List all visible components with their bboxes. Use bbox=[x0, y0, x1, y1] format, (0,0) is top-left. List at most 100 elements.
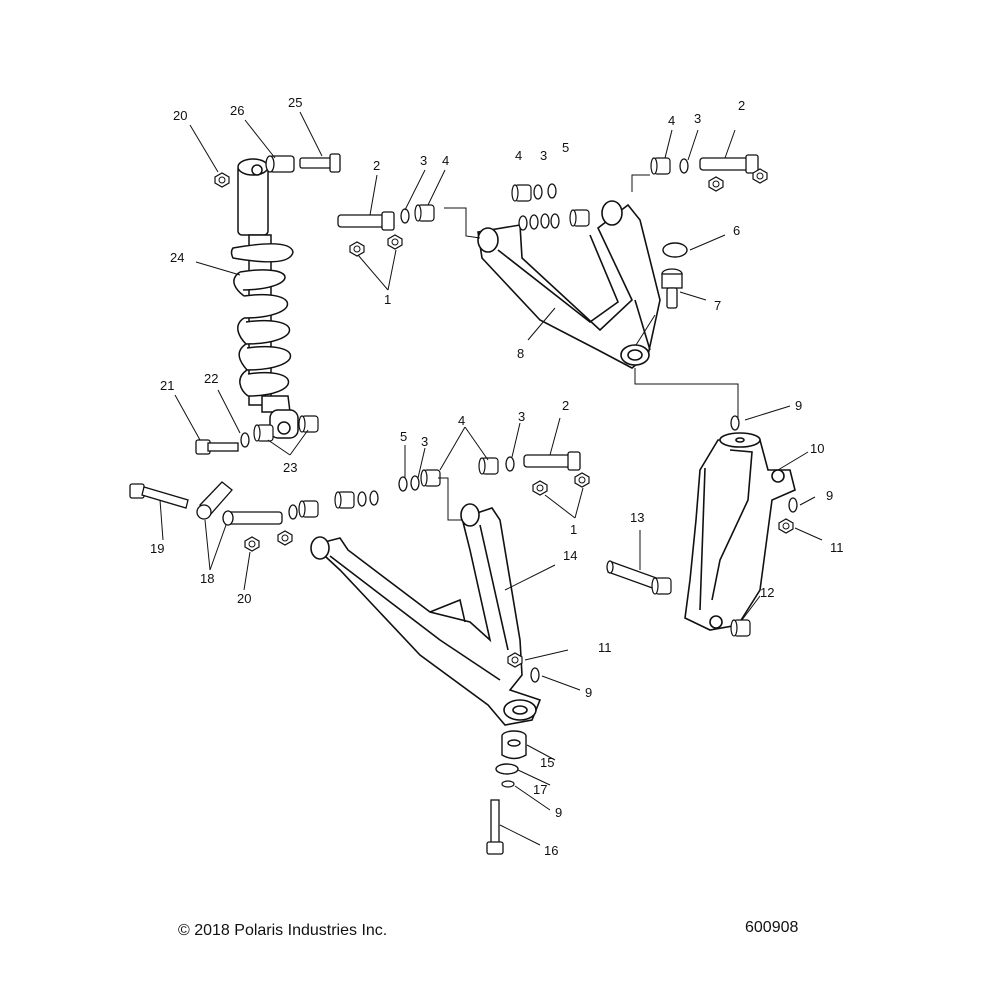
callout-14: 14 bbox=[563, 548, 577, 563]
bolt-19 bbox=[129, 483, 189, 509]
leader-lines bbox=[159, 111, 823, 846]
callout-4: 4 bbox=[515, 148, 522, 163]
bushing-lower-left bbox=[298, 500, 319, 518]
bushing-4-upper-left bbox=[414, 204, 435, 222]
callout-11: 11 bbox=[830, 540, 844, 555]
washer-lower-mid-a bbox=[357, 491, 367, 507]
callout-13: 13 bbox=[630, 510, 644, 525]
drawing-number: 600908 bbox=[745, 919, 799, 936]
copyright-notice: © 2018 Polaris Industries Inc. bbox=[178, 922, 388, 939]
bushing-4-lower-right bbox=[478, 457, 499, 475]
callout-17: 17 bbox=[533, 782, 547, 797]
bolt-16 bbox=[486, 799, 504, 855]
callout-23: 23 bbox=[283, 460, 297, 475]
retaining-ring-6 bbox=[662, 242, 688, 258]
callout-5: 5 bbox=[400, 429, 407, 444]
ball-joint-15 bbox=[501, 730, 527, 760]
callout-7: 7 bbox=[714, 298, 721, 313]
callout-3: 3 bbox=[540, 148, 547, 163]
callout-25: 25 bbox=[288, 95, 302, 110]
bolt-21 bbox=[195, 439, 239, 455]
washer-3-lower bbox=[410, 475, 420, 491]
callout-9: 9 bbox=[795, 398, 802, 413]
bolt-2-upper-right bbox=[699, 154, 759, 174]
bushing-4-upper-mid bbox=[511, 184, 532, 202]
callout-12: 12 bbox=[760, 585, 774, 600]
washer-3-upper-left bbox=[400, 208, 410, 224]
washer-9-bottom bbox=[501, 780, 515, 788]
washer-9-lower bbox=[530, 667, 540, 683]
callout-16: 16 bbox=[544, 843, 558, 858]
callout-4: 4 bbox=[668, 113, 675, 128]
bushing-4-lower bbox=[420, 469, 441, 487]
washer-5-upper-mid bbox=[547, 183, 557, 199]
callout-21: 21 bbox=[160, 378, 174, 393]
nut-20-lower bbox=[244, 536, 260, 552]
callout-20: 20 bbox=[237, 591, 251, 606]
callout-22: 22 bbox=[204, 371, 218, 386]
washer-lower-left bbox=[288, 504, 298, 520]
bolt-25 bbox=[299, 153, 341, 173]
lower-a-arm bbox=[310, 503, 542, 726]
ball-joint-7 bbox=[661, 268, 683, 309]
callout-labels: 20 26 25 24 21 22 23 2 3 4 1 4 3 5 8 4 3… bbox=[150, 95, 844, 858]
callout-18: 18 bbox=[200, 571, 214, 586]
callout-15: 15 bbox=[540, 755, 554, 770]
nut-lower-left-b bbox=[277, 530, 293, 546]
washer-3-upper-right bbox=[679, 158, 689, 174]
shock-absorber bbox=[230, 158, 299, 439]
washer-3-lower-right bbox=[505, 456, 515, 472]
callout-9: 9 bbox=[826, 488, 833, 503]
bushing-23a bbox=[253, 424, 274, 442]
callout-5: 5 bbox=[562, 140, 569, 155]
callout-19: 19 bbox=[150, 541, 164, 556]
callout-8: 8 bbox=[517, 346, 524, 361]
callout-3: 3 bbox=[694, 111, 701, 126]
bolt-2-upper-left bbox=[337, 211, 395, 231]
callout-9: 9 bbox=[585, 685, 592, 700]
upper-arm-bushings bbox=[518, 209, 590, 231]
washer-22 bbox=[240, 432, 250, 448]
callout-1: 1 bbox=[570, 522, 577, 537]
retaining-ring-17 bbox=[495, 763, 519, 775]
nut-1-lower-a bbox=[532, 480, 548, 496]
washer-9-knuckle bbox=[788, 497, 798, 513]
washer-5-lower bbox=[398, 476, 408, 492]
steering-knuckle bbox=[684, 432, 796, 631]
washer-3-upper-mid bbox=[533, 184, 543, 200]
callout-4: 4 bbox=[458, 413, 465, 428]
callout-6: 6 bbox=[733, 223, 740, 238]
bushing-23b bbox=[298, 415, 319, 433]
nut-11-knuckle bbox=[778, 518, 794, 534]
tie-rod-end-18 bbox=[196, 481, 233, 520]
bolt-2-lower bbox=[523, 451, 581, 471]
nut-20-top bbox=[214, 172, 230, 188]
callout-26: 26 bbox=[230, 103, 244, 118]
callout-4: 4 bbox=[442, 153, 449, 168]
callout-3: 3 bbox=[420, 153, 427, 168]
nut-1-upper-b bbox=[387, 234, 403, 250]
callout-10: 10 bbox=[810, 441, 824, 456]
bushing-lower-mid bbox=[334, 491, 355, 509]
callout-20: 20 bbox=[173, 108, 187, 123]
callout-1: 1 bbox=[384, 292, 391, 307]
callout-9: 9 bbox=[555, 805, 562, 820]
washer-lower-mid-b bbox=[369, 490, 379, 506]
callout-3: 3 bbox=[518, 409, 525, 424]
nut-upper-right-a bbox=[708, 176, 724, 192]
sleeve-26 bbox=[265, 155, 295, 173]
bushing-knuckle bbox=[651, 577, 672, 595]
callout-2: 2 bbox=[373, 158, 380, 173]
callout-24: 24 bbox=[170, 250, 184, 265]
callout-11: 11 bbox=[598, 640, 612, 655]
callout-2: 2 bbox=[562, 398, 569, 413]
nut-1-upper-a bbox=[349, 241, 365, 257]
callout-2: 2 bbox=[738, 98, 745, 113]
upper-a-arm bbox=[477, 200, 661, 369]
bolt-lower-left bbox=[222, 510, 283, 526]
bushing-4-upper-right bbox=[650, 157, 671, 175]
bushing-12 bbox=[730, 619, 751, 637]
callout-3: 3 bbox=[421, 434, 428, 449]
nut-1-lower-b bbox=[574, 472, 590, 488]
